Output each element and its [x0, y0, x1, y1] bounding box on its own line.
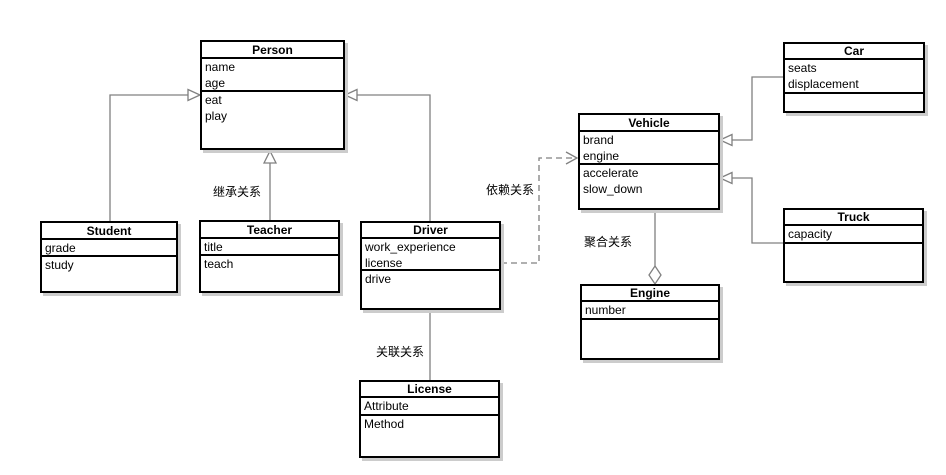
class-member: title	[204, 240, 223, 254]
class-member: work_experience	[365, 240, 456, 254]
edge-driver-vehicle-dependency[interactable]	[501, 151, 579, 264]
edge-label-dependency: 依赖关系	[483, 183, 537, 197]
class-title: Driver	[362, 223, 499, 239]
class-box-engine[interactable]: Engine number	[580, 284, 720, 360]
edge-label-aggregation: 聚合关系	[581, 235, 635, 249]
aggregation-diamond	[648, 264, 662, 286]
class-member: Attribute	[364, 399, 409, 413]
class-methods: accelerate slow_down	[580, 165, 718, 208]
class-member: teach	[204, 257, 234, 271]
class-methods: study	[42, 257, 176, 291]
class-member: engine	[583, 149, 620, 163]
class-attributes: number	[582, 302, 718, 320]
class-member: name	[205, 60, 236, 74]
class-member: license	[365, 256, 403, 270]
class-member: number	[585, 303, 626, 317]
class-box-teacher[interactable]: Teacher title teach	[199, 220, 340, 293]
open-arrowhead	[565, 151, 579, 165]
class-attributes: seats displacement	[785, 60, 923, 94]
class-member: play	[205, 109, 228, 123]
class-member: drive	[365, 272, 392, 286]
edge-driver-person-generalization[interactable]	[343, 88, 431, 222]
class-attributes: title	[201, 239, 338, 256]
class-title: Teacher	[201, 222, 338, 239]
class-box-car[interactable]: Car seats displacement	[783, 42, 925, 113]
edge-vehicle-engine-aggregation[interactable]	[648, 210, 662, 286]
edge-student-person-generalization[interactable]	[109, 88, 202, 222]
class-member: slow_down	[583, 182, 643, 196]
edge-truck-vehicle-generalization[interactable]	[718, 171, 783, 244]
hollow-triangle-arrowhead	[262, 149, 278, 164]
class-member: brand	[583, 133, 614, 147]
hollow-triangle-arrowhead	[187, 88, 202, 102]
class-attributes: name age	[202, 59, 343, 92]
class-attributes: grade	[42, 240, 176, 257]
class-title: Person	[202, 42, 343, 59]
class-member: grade	[45, 241, 76, 255]
class-title: Student	[42, 223, 176, 240]
class-member: age	[205, 76, 226, 90]
class-title: License	[361, 382, 498, 398]
class-attributes: brand engine	[580, 132, 718, 165]
edge-label-association: 关联关系	[373, 345, 427, 359]
class-box-vehicle[interactable]: Vehicle brand engine accelerate slow_down	[578, 113, 720, 210]
class-attributes: Attribute	[361, 398, 498, 416]
class-methods	[785, 94, 923, 111]
class-title: Vehicle	[580, 115, 718, 132]
hollow-triangle-arrowhead	[718, 171, 733, 185]
class-title: Car	[785, 44, 923, 60]
class-methods	[785, 244, 922, 281]
class-member: eat	[205, 93, 222, 107]
class-member: seats	[788, 61, 817, 75]
class-methods: teach	[201, 256, 338, 291]
class-box-person[interactable]: Person name age eat play	[200, 40, 345, 150]
class-box-student[interactable]: Student grade study	[40, 221, 178, 293]
class-box-truck[interactable]: Truck capacity	[783, 208, 924, 283]
hollow-triangle-arrowhead	[343, 88, 358, 102]
class-member: accelerate	[583, 166, 639, 180]
hollow-triangle-arrowhead	[718, 133, 733, 147]
edge-teacher-person-generalization[interactable]	[262, 149, 278, 220]
class-member: study	[45, 258, 74, 272]
class-methods: drive	[362, 271, 499, 308]
class-member: Method	[364, 417, 405, 431]
class-methods: eat play	[202, 92, 343, 148]
class-title: Truck	[785, 210, 922, 226]
class-methods	[582, 320, 718, 358]
class-box-license[interactable]: License Attribute Method	[359, 380, 500, 458]
class-title: Engine	[582, 286, 718, 302]
edge-car-vehicle-generalization[interactable]	[718, 76, 783, 147]
class-attributes: capacity	[785, 226, 922, 244]
edge-label-inheritance: 继承关系	[210, 185, 264, 199]
class-member: displacement	[788, 77, 859, 91]
class-methods: Method	[361, 416, 498, 456]
class-member: capacity	[788, 227, 833, 241]
